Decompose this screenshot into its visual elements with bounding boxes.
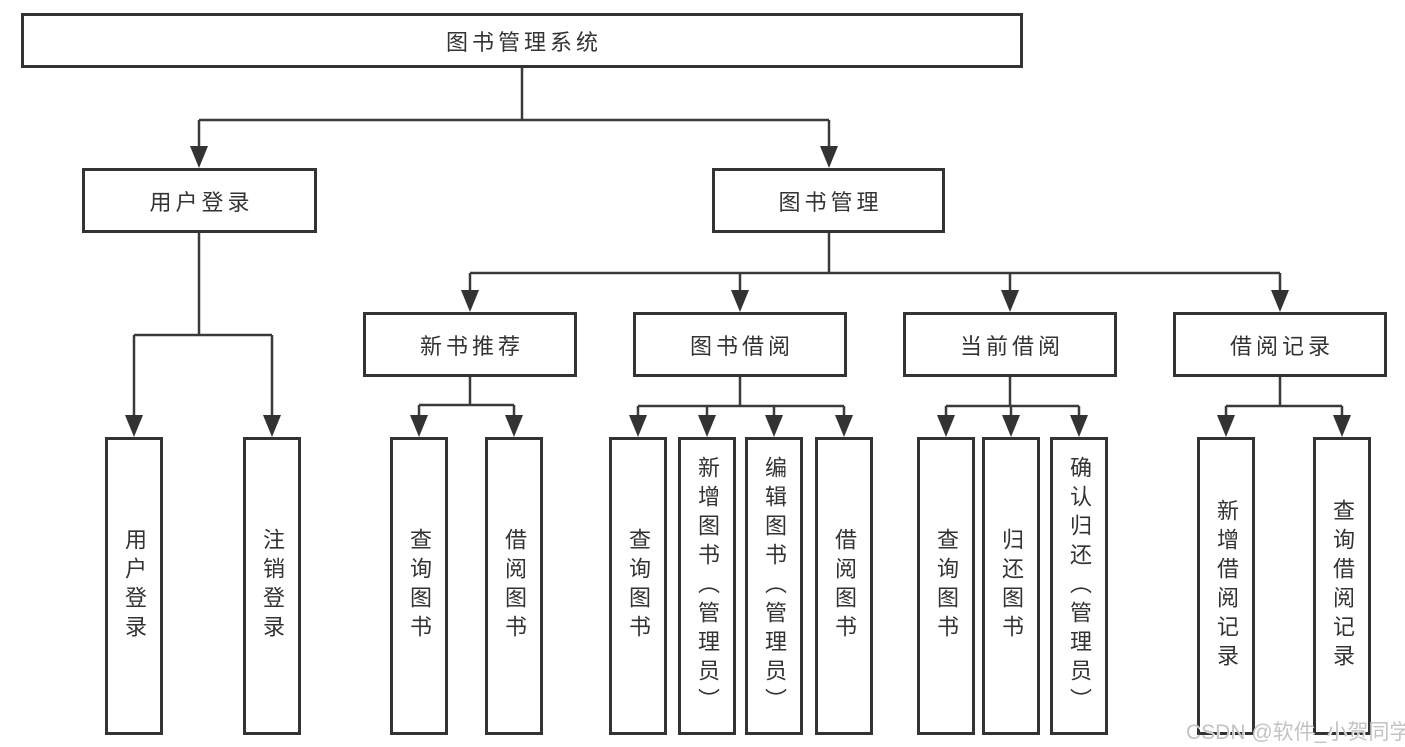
leaf-label: 归还图书 [999, 528, 1024, 644]
leaf-label: 借阅图书 [832, 528, 857, 644]
node-book-borrowing: 图书借阅 [633, 312, 847, 377]
leaf-label: 查询借阅记录 [1330, 499, 1355, 673]
leaf-borrow-books: 借阅图书 [815, 437, 873, 735]
node-new-book-recommendation: 新书推荐 [363, 312, 577, 377]
leaf-label: 新增图书（管理员） [695, 455, 720, 717]
node-label: 图书管理系统 [445, 29, 602, 55]
leaf-label: 查询图书 [407, 528, 432, 644]
node-current-borrowing: 当前借阅 [903, 312, 1117, 377]
node-book-management: 图书管理 [712, 168, 945, 233]
leaf-label: 新增借阅记录 [1214, 499, 1239, 673]
arrowheads [125, 146, 1351, 437]
node-label: 图书借阅 [689, 333, 794, 359]
leaf-label: 编辑图书（管理员） [762, 455, 787, 717]
leaf-label: 借阅图书 [502, 528, 527, 644]
node-borrowing-records: 借阅记录 [1173, 312, 1387, 377]
leaf-add-borrow-record: 新增借阅记录 [1197, 437, 1255, 735]
node-label: 图书管理 [778, 189, 883, 215]
leaf-add-books-admin: 新增图书（管理员） [678, 437, 736, 735]
leaf-label: 确认归还（管理员） [1067, 455, 1092, 717]
leaf-confirm-return-admin: 确认归还（管理员） [1050, 437, 1108, 735]
leaf-logout: 注销登录 [243, 437, 301, 735]
leaf-label: 注销登录 [260, 528, 285, 644]
leaf-user-login: 用户登录 [105, 437, 163, 735]
leaf-query-books-borrowing: 查询图书 [609, 437, 667, 735]
leaf-query-borrow-record: 查询借阅记录 [1313, 437, 1371, 735]
leaf-label: 用户登录 [122, 528, 147, 644]
leaf-borrow-books-recommend: 借阅图书 [485, 437, 543, 735]
node-label: 当前借阅 [959, 333, 1064, 359]
leaf-edit-books-admin: 编辑图书（管理员） [745, 437, 803, 735]
node-label: 借阅记录 [1229, 333, 1334, 359]
node-library-management-system: 图书管理系统 [21, 13, 1023, 68]
leaf-query-books-recommend: 查询图书 [390, 437, 448, 735]
node-label: 用户登录 [149, 189, 254, 215]
node-label: 新书推荐 [419, 333, 524, 359]
leaf-label: 查询图书 [626, 528, 651, 644]
csdn-watermark: CSDN @软件_小贺同学 [1186, 721, 1405, 744]
node-user-login: 用户登录 [82, 168, 317, 233]
leaf-query-books-current: 查询图书 [917, 437, 975, 735]
leaf-return-books: 归还图书 [982, 437, 1040, 735]
leaf-label: 查询图书 [934, 528, 959, 644]
